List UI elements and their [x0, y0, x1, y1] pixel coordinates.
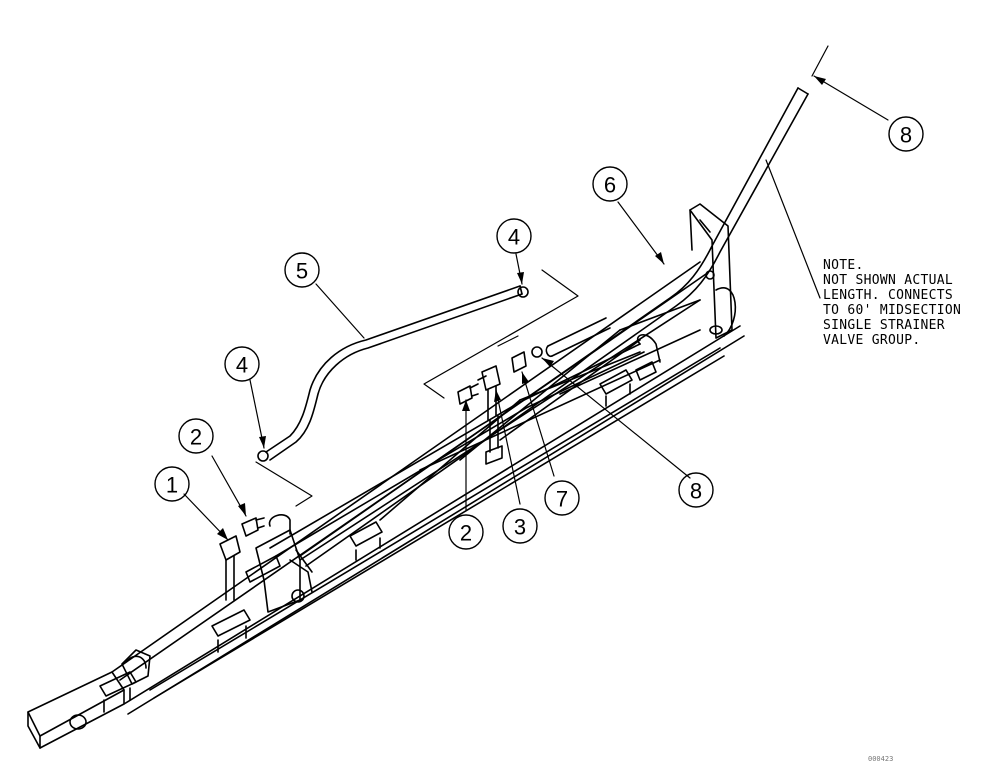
callout-1: 1: [166, 473, 178, 498]
leader-arrowheads: [217, 76, 826, 540]
note-line: TO 60' MIDSECTION: [823, 303, 962, 318]
note-line: VALVE GROUP.: [823, 333, 921, 348]
clamp-4-upper: [517, 286, 529, 298]
callout-8-clamp: 8: [690, 479, 702, 504]
fitting-2-center-nipple: [457, 383, 479, 405]
note-text: NOTE. NOT SHOWN ACTUAL LENGTH. CONNECTS …: [823, 258, 961, 348]
callout-7: 7: [556, 487, 568, 512]
callout-4-upper: 4: [508, 225, 520, 250]
boom-frame: [27, 203, 745, 749]
callout-8-top: 8: [900, 123, 912, 148]
callout-2-left: 2: [190, 425, 202, 450]
note-line: NOT SHOWN ACTUAL: [823, 273, 954, 288]
note-line: LENGTH. CONNECTS: [823, 288, 954, 303]
note-line: NOTE.: [823, 258, 864, 273]
alignment-lines: [255, 45, 829, 507]
hose-stub: [545, 317, 611, 358]
figure-id: 000423: [868, 755, 894, 763]
callout-3: 3: [514, 515, 526, 540]
fitting-7-nipple: [511, 351, 527, 373]
callout-2-center: 2: [460, 521, 472, 546]
callout-6: 6: [604, 173, 616, 198]
callout-balloons: [154, 116, 924, 550]
fitting-1-elbow: [219, 535, 241, 601]
clamp-4-lower: [257, 450, 269, 462]
callout-4-lower: 4: [236, 353, 248, 378]
callout-5: 5: [296, 259, 308, 284]
note-line: SINGLE STRAINER: [823, 318, 945, 333]
hose-6: [295, 87, 809, 573]
leader-lines: [183, 75, 889, 541]
fitting-2-left-nipple: [241, 517, 265, 537]
clamp-8: [531, 346, 543, 358]
